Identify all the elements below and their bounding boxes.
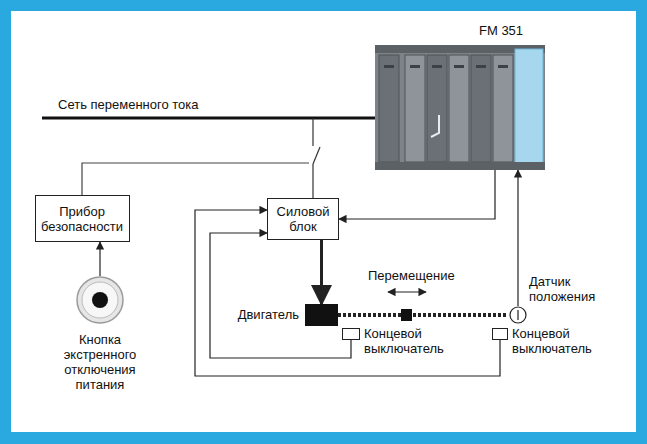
module-led [476,65,486,68]
motor-shape [305,304,338,326]
module-slot [449,55,469,162]
module-slot [493,55,513,162]
process-box: Прибор безопасности [35,195,130,242]
sensor-body [510,307,526,323]
limit-switch-label: Концевой выключатель [364,326,456,356]
carriage [401,309,412,321]
supply-wire [312,118,313,146]
module-latch [431,115,439,137]
position-sensor-label: Датчик положения [529,274,619,304]
button-ring [82,282,118,318]
limit-switch: Концевой выключатель [492,328,508,340]
module-slot [379,55,399,162]
connector-wire [339,170,495,219]
motor-label: Двигатель [215,307,299,322]
module-slot [405,55,425,162]
button-ring [77,277,123,323]
fm-front-panel [515,49,543,166]
connector-wire [210,233,351,358]
limit-switch-label: Концевой выключатель [512,326,612,356]
box-label: Силовой блок [272,204,334,234]
connector-wire [517,170,518,306]
connector-wire [195,210,500,376]
rack-bottom [375,162,545,170]
supply-wire [312,164,313,198]
module-led [432,65,442,68]
button-shape [76,276,124,324]
motor-body [305,304,338,326]
lead-screw [338,313,508,317]
process-box: Силовой блок [267,198,339,240]
fm-shape [375,45,545,170]
emergency-button: Кнопка экстренного отключения питания [76,276,124,324]
box-label: Прибор безопасности [40,204,125,234]
module-led [410,65,420,68]
button-cap [92,292,108,308]
switch-blade [313,147,320,164]
connector-wire [99,242,100,276]
rack-body [375,45,545,170]
control-wire [82,163,309,195]
module-slot [471,55,491,162]
sensor-shape [509,306,527,324]
limit-switch-body [343,329,360,340]
motor: Двигатель [305,304,338,326]
emergency-button-label: Кнопка экстренного отключения питания [52,332,148,392]
module-led [498,65,508,68]
motion-arrow [388,291,426,292]
limit-shape [342,328,360,340]
ac-bus-line [42,117,396,120]
limit-switch: Концевой выключатель [342,328,360,340]
connector-wire [320,240,323,304]
module-led [384,65,394,68]
limit-shape [492,328,508,340]
position-sensor: Датчик положения [509,306,527,324]
sensor-mark [517,310,518,320]
motion-label: Перемещение [368,268,455,283]
controller-module-label: FM 351 [479,23,559,38]
module-led [454,65,464,68]
network-label: Сеть переменного тока [58,97,199,112]
controller-module: FM 351 [375,45,545,170]
module-slot [427,55,447,162]
limit-switch-body [493,329,508,340]
